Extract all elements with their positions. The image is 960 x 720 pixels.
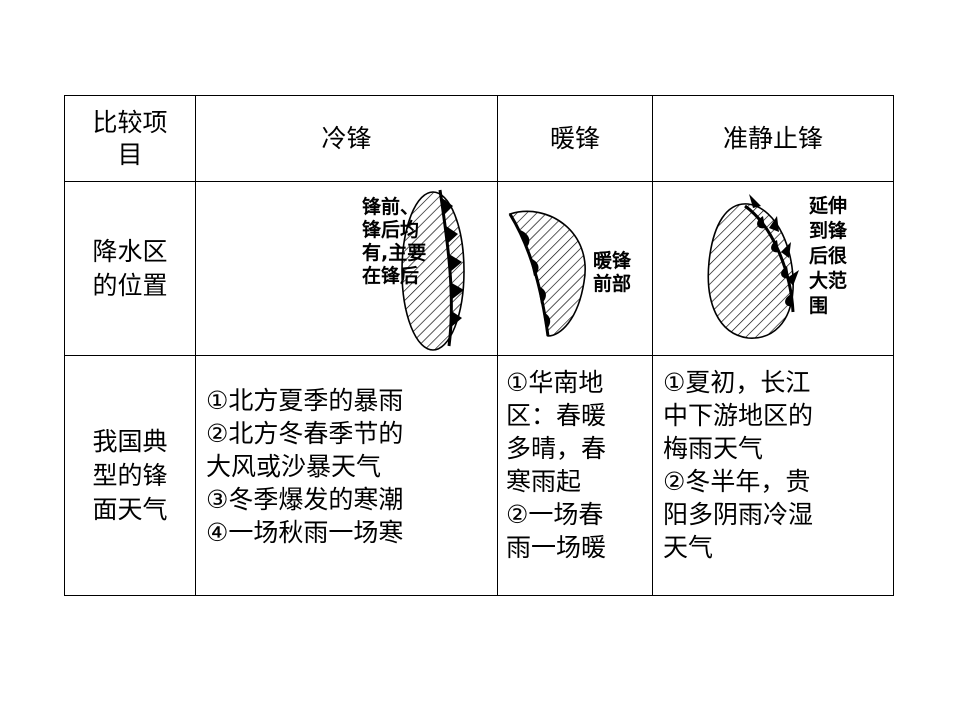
- list-item: 中下游地区的: [663, 401, 814, 430]
- cold-front-triangle: [450, 310, 462, 328]
- stationary-front-semicircle: [757, 216, 765, 229]
- stationary-front-note-line: 延伸: [809, 195, 848, 217]
- list-item: ②北方冬春季节的: [206, 419, 404, 448]
- list-item: 阳多阴雨冷湿: [663, 500, 814, 529]
- cold-front-weather-cell: ①北方夏季的暴雨 ②北方冬春季节的 大风或沙暴天气 ③冬季爆发的寒潮 ④一场秋雨…: [195, 355, 498, 596]
- warm-front-semicircle: [538, 286, 546, 304]
- header-compare-item: 比较项 目: [64, 95, 196, 182]
- typical-weather-row: 我国典 型的锋 面天气 ①北方夏季的暴雨 ②北方冬春季节的 大风或沙暴天气 ③冬…: [64, 355, 894, 596]
- list-item: 多晴，春: [506, 434, 607, 463]
- header-warm-front: 暖锋: [497, 95, 653, 182]
- typical-weather-label: 我国典 型的锋 面天气: [64, 355, 196, 596]
- weather-label-line: 我国典: [92, 426, 168, 456]
- cold-front-weather-list: ①北方夏季的暴雨 ②北方冬春季节的 大风或沙暴天气 ③冬季爆发的寒潮 ④一场秋雨…: [196, 356, 497, 549]
- warm-front-diagram: [508, 210, 586, 337]
- warm-front-note-line: 暖锋: [593, 250, 632, 272]
- list-item: 梅雨天气: [663, 434, 764, 463]
- warm-front-weather-list: ①华南地 区：春暖 多晴，春 寒雨起 ②一场春 雨一场暖: [498, 356, 652, 564]
- stationary-front-semicircle: [781, 266, 789, 279]
- stationary-front-weather-cell: ①夏初，长江 中下游地区的 梅雨天气 ②冬半年，贵 阳多阴雨冷湿 天气: [652, 355, 894, 596]
- precip-label-line: 的位置: [92, 270, 168, 300]
- warm-front-semicircle: [543, 312, 551, 330]
- cold-front-diagram-cell: 锋前、 锋后均 有,主要 在锋后: [195, 181, 498, 356]
- precip-position-row: 降水区 的位置 锋前、 锋后均: [64, 181, 894, 356]
- warm-front-diagram-cell: 暖锋 前部: [497, 181, 653, 356]
- warm-front-semicircle: [530, 258, 539, 276]
- cold-front-note-line: 锋前、: [362, 196, 420, 218]
- header-row: 比较项 目 冷锋 暖锋 准静止锋: [64, 95, 894, 182]
- list-item: 大风或沙暴天气: [206, 452, 382, 481]
- cold-front-triangle: [442, 198, 453, 216]
- stationary-front-triangle: [781, 242, 791, 258]
- precip-label-line: 降水区: [92, 236, 168, 266]
- weather-label-line: 面天气: [92, 494, 168, 524]
- list-item: ③冬季爆发的寒潮: [206, 485, 404, 514]
- cold-front-triangle: [450, 282, 464, 300]
- list-item: 雨一场暖: [506, 533, 607, 562]
- stationary-front-semicircle: [771, 240, 779, 253]
- cold-front-diagram: [401, 189, 465, 351]
- cold-front-triangle: [449, 254, 462, 272]
- header-cold-front: 冷锋: [195, 95, 498, 182]
- stationary-front-precip-area: [707, 203, 794, 339]
- warm-front-note-line: 前部: [593, 273, 632, 295]
- stationary-front-note-line: 大范: [809, 270, 848, 292]
- stationary-front-semicircle: [785, 294, 793, 307]
- warm-front-weather-cell: ①华南地 区：春暖 多晴，春 寒雨起 ②一场春 雨一场暖: [497, 355, 653, 596]
- front-comparison-table: 比较项 目 冷锋 暖锋 准静止锋 降水区 的位置: [64, 95, 894, 596]
- header-compare-line: 目: [117, 139, 143, 169]
- list-item: ①北方夏季的暴雨: [206, 386, 404, 415]
- cold-front-precip-note: 锋前、 锋后均 有,主要 在锋后: [362, 196, 426, 288]
- cold-front-note-line: 锋后均: [362, 219, 420, 241]
- stationary-front-triangle: [749, 194, 761, 208]
- warm-front-precip-note: 暖锋 前部: [593, 250, 631, 296]
- stationary-front-precip-note: 延伸 到锋 后很 大范 围: [809, 194, 847, 319]
- stationary-front-diagram: [707, 194, 799, 339]
- list-item: 寒雨起: [506, 467, 582, 496]
- cold-front-note-line: 有,主要: [362, 242, 427, 264]
- cold-front-triangle: [446, 226, 458, 244]
- stationary-front-note-line: 后很: [809, 245, 848, 267]
- stationary-front-note-line: 到锋: [809, 220, 848, 242]
- list-item: ①夏初，长江: [663, 368, 811, 397]
- list-item: ④一场秋雨一场寒: [206, 518, 404, 547]
- stationary-front-weather-list: ①夏初，长江 中下游地区的 梅雨天气 ②冬半年，贵 阳多阴雨冷湿 天气: [653, 356, 893, 564]
- precip-position-label: 降水区 的位置: [64, 181, 196, 356]
- header-stationary-front: 准静止锋: [652, 95, 894, 182]
- stationary-front-triangle: [787, 270, 799, 286]
- cold-front-note-line: 在锋后: [362, 265, 420, 287]
- list-item: 天气: [663, 533, 714, 562]
- list-item: ②冬半年，贵: [663, 467, 811, 496]
- list-item: ②一场春: [506, 500, 604, 529]
- list-item: 区：春暖: [506, 401, 607, 430]
- stationary-front-triangle: [769, 216, 779, 232]
- stationary-front-note-line: 围: [809, 295, 829, 317]
- weather-label-line: 型的锋: [92, 460, 168, 490]
- header-compare-line: 比较项: [92, 107, 168, 137]
- warm-front-semicircle: [520, 230, 530, 248]
- stationary-front-diagram-cell: 延伸 到锋 后很 大范 围: [652, 181, 894, 356]
- list-item: ①华南地: [506, 368, 604, 397]
